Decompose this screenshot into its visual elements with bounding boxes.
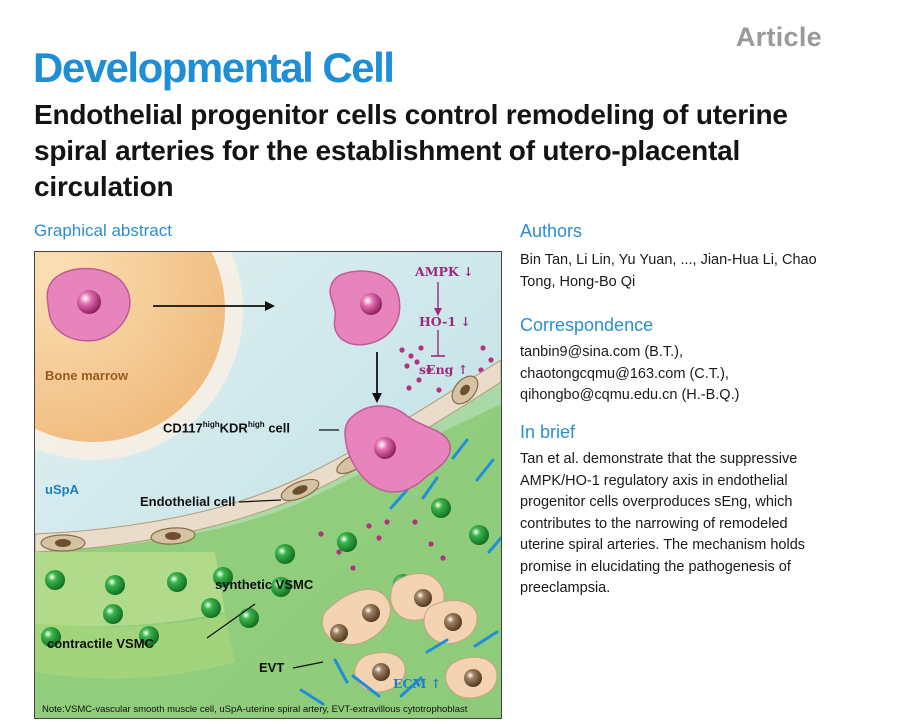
- homing-progenitor-cell: [344, 405, 452, 493]
- email-link[interactable]: qihongbo@cqmu.edu.cn (H.-B.Q.): [520, 387, 740, 403]
- ho1-label: HO-1 ↓: [419, 314, 471, 329]
- ecm-label: ECM ↑: [393, 676, 442, 691]
- ecm-fibers: [299, 438, 501, 706]
- graphical-abstract-illustration: [35, 252, 501, 718]
- synthetic-vsmc-label: synthetic VSMC: [215, 577, 314, 592]
- vsmc-nuclei: [41, 498, 489, 647]
- authors-list: Bin Tan, Li Lin, Yu Yuan, ..., Jian-Hua …: [520, 252, 817, 290]
- bone-marrow-label: Bone marrow: [45, 368, 129, 383]
- graphical-abstract-figure: Bone marrow CD117highKDRhigh cell uSpA E…: [34, 251, 502, 719]
- evt-nuclei: [330, 589, 482, 687]
- article-type-label: Article: [735, 22, 822, 52]
- contractile-vsmc-label: contractile VSMC: [47, 636, 154, 651]
- uspa-label: uSpA: [45, 482, 79, 497]
- journal-name: Developmental Cell: [33, 44, 395, 91]
- endothelial-cell-label: Endothelial cell: [140, 494, 236, 509]
- evt-label: EVT: [259, 660, 285, 675]
- correspondence-emails: tanbin9@sina.com (B.T.), chaotongcqmu@16…: [520, 342, 820, 407]
- bone-marrow: [35, 252, 243, 460]
- email-link[interactable]: tanbin9@sina.com (B.T.),: [520, 344, 684, 360]
- authors-heading: Authors: [520, 221, 583, 241]
- abbreviation-note: Note:VSMC-vascular smooth muscle cell, u…: [42, 704, 468, 715]
- endothelial-layer: [35, 359, 501, 553]
- email-link[interactable]: chaotongcqmu@163.com (C.T.),: [520, 365, 729, 382]
- in-brief-heading: In brief: [520, 422, 576, 442]
- seng-label: sEng ↑: [419, 362, 469, 377]
- article-title: Endothelial progenitor cells control rem…: [34, 99, 788, 202]
- progenitor-cell-label: CD117highKDRhigh cell: [163, 420, 290, 436]
- correspondence-heading: Correspondence: [520, 315, 654, 335]
- in-brief-text: Tan et al. demonstrate that the suppress…: [520, 451, 806, 596]
- graphical-abstract-heading: Graphical abstract: [34, 221, 172, 240]
- ampk-label: AMPK ↓: [415, 264, 474, 279]
